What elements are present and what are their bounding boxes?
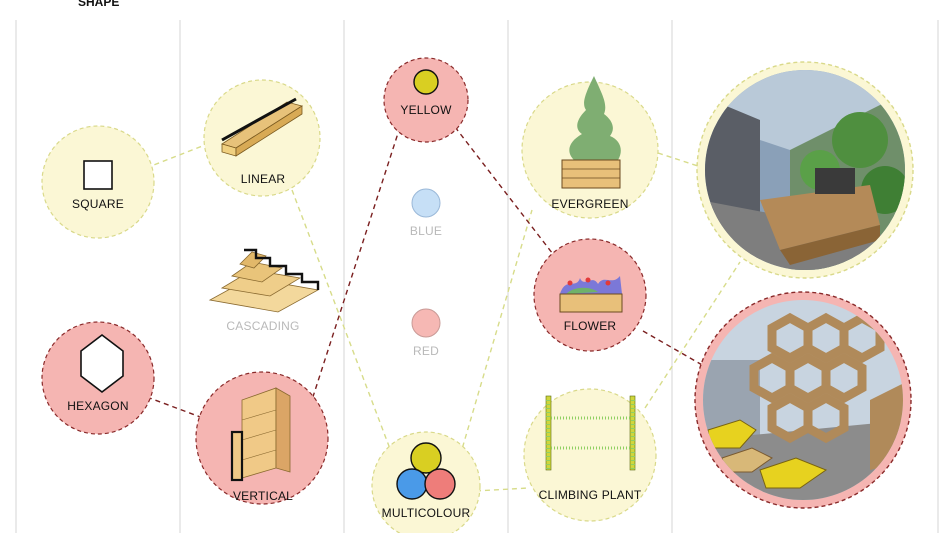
blue-swatch — [411, 188, 441, 218]
label-square: SQUARE — [72, 197, 124, 211]
link-flower-photo — [642, 330, 705, 367]
link-climbing-photo — [644, 261, 741, 409]
label-evergreen: EVERGREEN — [551, 197, 629, 211]
hexagon-icon — [80, 333, 124, 394]
link-multicolour-evergreen — [459, 209, 533, 457]
square-icon — [83, 160, 113, 190]
links-yellow — [145, 144, 741, 493]
label-blue: BLUE — [409, 224, 443, 238]
link-linear-multicolour — [291, 189, 396, 463]
links-red — [146, 126, 705, 419]
link-square-linear — [145, 144, 206, 169]
label-hexagon: HEXAGON — [67, 399, 129, 413]
evergreen-icon — [561, 76, 621, 189]
vertical-planter-icon — [230, 387, 291, 482]
link-yellow-flower — [454, 126, 557, 259]
column-rules — [15, 20, 939, 533]
label-climbing-plant: CLIMBING PLANT — [538, 488, 642, 502]
multicolour-swatches — [396, 442, 456, 500]
node-climbing-plant — [523, 388, 657, 522]
yellow-swatch — [413, 69, 439, 95]
label-red: RED — [413, 344, 439, 358]
label-linear: LINEAR — [240, 172, 286, 186]
label-multicolour: MULTICOLOUR — [381, 506, 471, 520]
label-flower: FLOWER — [563, 319, 617, 333]
node-yellow — [383, 57, 469, 143]
link-evergreen-photo — [657, 152, 705, 169]
link-hexagon-vertical — [146, 396, 204, 419]
red-swatch — [411, 308, 441, 338]
flower-icon — [559, 276, 623, 313]
section-header: SHAPE — [78, 0, 120, 9]
label-cascading: CASCADING — [226, 319, 300, 333]
label-vertical: VERTICAL — [232, 489, 294, 503]
climbing-plant-icon — [545, 395, 636, 471]
linear-planter-icon — [221, 97, 303, 157]
label-yellow: YELLOW — [400, 103, 452, 117]
cascading-planter-icon — [208, 248, 320, 313]
link-vertical-yellow — [309, 126, 401, 407]
